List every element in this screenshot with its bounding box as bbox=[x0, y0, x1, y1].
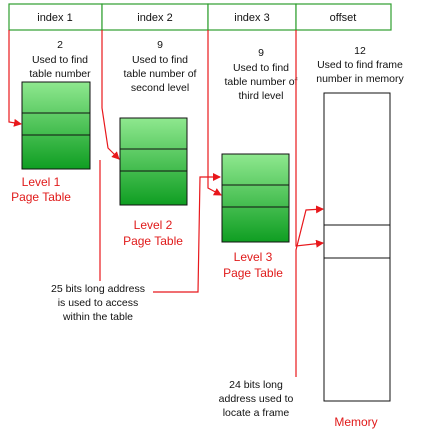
bit-count-index-3: 9 bbox=[258, 47, 264, 59]
description-offset-line-1: Used to find frame bbox=[317, 59, 403, 71]
bit-count-index-1: 2 bbox=[57, 39, 63, 51]
memory-block: Memory bbox=[323, 92, 391, 429]
arrow-table-address-to-level-3 bbox=[150, 173, 221, 293]
table-caption-level-3-line-2: Page Table bbox=[223, 266, 283, 280]
header-field-offset bbox=[295, 3, 392, 31]
note-table-address-line-3: within the table bbox=[62, 311, 133, 323]
table-body-level-3 bbox=[221, 153, 290, 243]
arrow-index-1-to-level-1 bbox=[8, 30, 22, 127]
header-field-index-3 bbox=[207, 3, 297, 31]
note-background bbox=[221, 377, 297, 419]
memory-label: Memory bbox=[334, 415, 377, 429]
note-table-address-line-1: 25 bits long address bbox=[51, 283, 145, 295]
field-descriptions: Used to find table number Used to find t… bbox=[29, 54, 404, 102]
page-table-level-2: Level 2 Page Table bbox=[119, 117, 188, 248]
bit-count-index-2: 9 bbox=[157, 39, 163, 51]
table-caption-level-3-line-1: Level 3 bbox=[234, 250, 273, 264]
description-index-1-line-2: table number bbox=[29, 68, 91, 80]
note-background bbox=[43, 281, 153, 323]
bit-count-offset: 12 bbox=[354, 45, 366, 57]
note-frame-address: 24 bits long address used to locate a fr… bbox=[219, 377, 297, 419]
description-index-3-line-1: Used to find bbox=[233, 62, 289, 74]
arrow-index-3-to-level-3 bbox=[207, 30, 222, 196]
bit-counts: 2 9 9 12 bbox=[57, 39, 366, 59]
address-header: index 1 index 2 index 3 offset bbox=[8, 3, 392, 31]
description-index-3-line-2: table number of bbox=[225, 76, 298, 88]
table-caption-level-1-line-1: Level 1 bbox=[22, 175, 61, 189]
description-index-2-line-1: Used to find bbox=[132, 54, 188, 66]
memory-body bbox=[323, 92, 391, 402]
table-caption-level-1-line-2: Page Table bbox=[11, 190, 71, 204]
header-label-index-3: index 3 bbox=[234, 12, 269, 24]
arrow-level-1-to-level-2 bbox=[101, 30, 120, 160]
description-index-2-line-2: table number of bbox=[124, 68, 197, 80]
page-table-level-1: Level 1 Page Table bbox=[11, 81, 91, 204]
table-caption-level-2-line-2: Page Table bbox=[123, 234, 183, 248]
header-label-offset: offset bbox=[330, 12, 357, 24]
table-body-level-2 bbox=[119, 117, 188, 206]
note-frame-address-line-2: address used to bbox=[219, 393, 294, 405]
page-table-level-3: Level 3 Page Table bbox=[221, 153, 290, 280]
description-offset-line-2: number in memory bbox=[316, 73, 404, 85]
header-label-index-2: index 2 bbox=[137, 12, 172, 24]
note-frame-address-line-1: 24 bits long bbox=[229, 379, 283, 391]
note-table-address: 25 bits long address is used to access w… bbox=[43, 281, 153, 323]
description-index-3-line-3: third level bbox=[239, 90, 284, 102]
header-label-index-1: index 1 bbox=[37, 12, 72, 24]
arrow-frame-address-to-memory bbox=[295, 205, 324, 380]
table-body-level-1 bbox=[21, 81, 91, 170]
header-field-index-1 bbox=[8, 3, 103, 31]
header-field-index-2 bbox=[101, 3, 209, 31]
description-index-1-line-1: Used to find bbox=[32, 54, 88, 66]
description-index-2-line-3: second level bbox=[131, 82, 189, 94]
arrow-offset-to-memory bbox=[295, 30, 324, 248]
note-table-address-line-2: is used to access bbox=[58, 297, 139, 309]
table-caption-level-2-line-1: Level 2 bbox=[134, 218, 173, 232]
note-frame-address-line-3: locate a frame bbox=[223, 407, 290, 419]
